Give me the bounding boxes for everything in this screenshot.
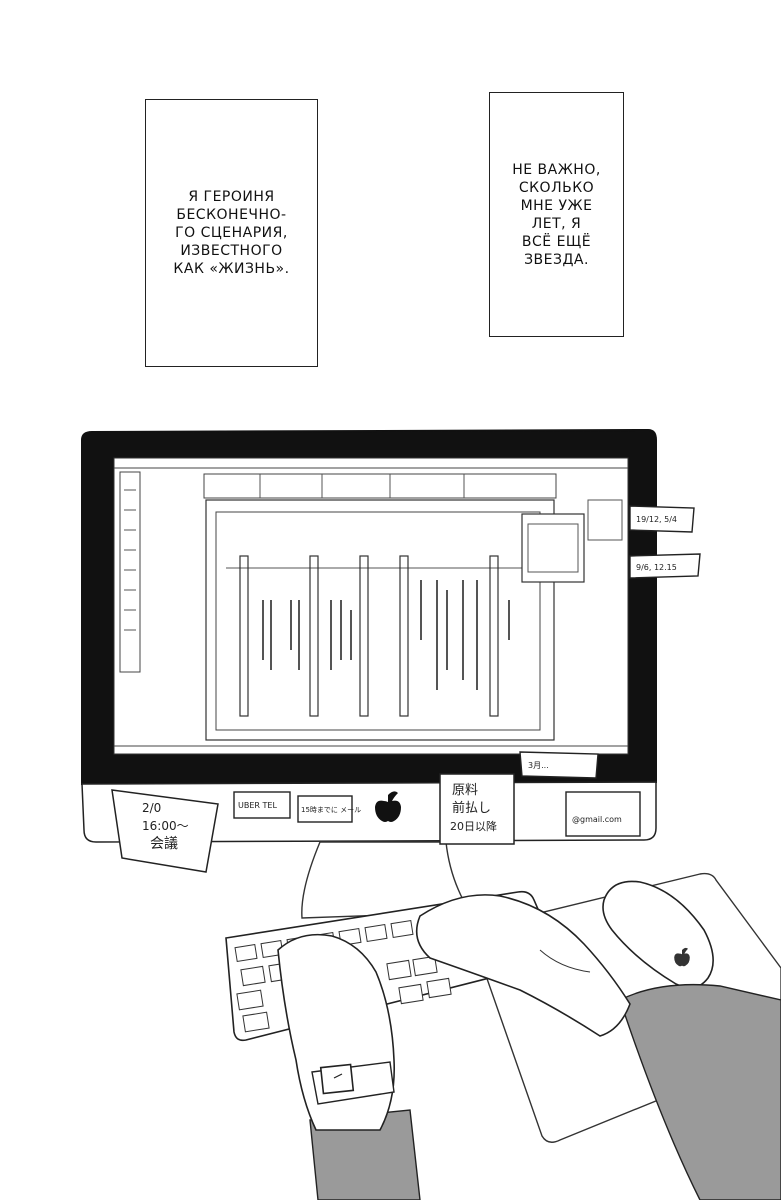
note-contact-text: @gmail.com <box>572 815 622 824</box>
note-fee-line1: 原料 <box>452 783 478 798</box>
note-meeting-line1: 2/0 <box>142 801 161 815</box>
caption-text-left: Я героиня бесконечно- го сценария, извес… <box>173 189 290 277</box>
note-meeting-line2: 16:00〜 <box>142 819 189 833</box>
note-meeting-line3: 会議 <box>150 835 178 852</box>
caption-box-right: Не важно, сколько мне уже лет, я всё ещё… <box>489 92 624 337</box>
sticky-note-fee: 原料 前払し 20日以降 <box>439 773 515 845</box>
sticky-note-meeting: 2/0 16:00〜 会議 <box>111 789 219 873</box>
sticky-note-tel: UBER TEL <box>233 791 291 819</box>
caption-box-left: Я героиня бесконечно- го сценария, извес… <box>145 99 318 367</box>
mouse[interactable] <box>602 880 714 989</box>
note-mail-text: 15時までに メール <box>301 806 361 814</box>
note-date-text: 9/6, 12.15 <box>636 563 677 572</box>
sticky-note-date: 9/6, 12.15 <box>629 553 701 579</box>
right-arm <box>415 894 781 1200</box>
note-tel-text: UBER TEL <box>238 801 277 810</box>
wristwatch <box>311 1061 395 1105</box>
note-fee-line3: 20日以降 <box>450 819 497 833</box>
mouse-apple-logo-icon <box>674 947 690 967</box>
caption-text-right: Не важно, сколько мне уже лет, я всё ещё… <box>512 161 601 268</box>
sticky-note-contact: @gmail.com <box>565 791 641 837</box>
sticky-note-mail: 15時までに メール <box>297 795 361 823</box>
sticky-note-top-right: 19/12, 5/4 <box>629 505 695 533</box>
sticky-note-screen: 3月... <box>519 751 599 779</box>
note-top-right-text: 19/12, 5/4 <box>636 515 677 524</box>
note-fee-line2: 前払し <box>452 800 491 816</box>
note-screen-text: 3月... <box>528 761 549 770</box>
apple-logo-icon <box>375 791 401 822</box>
left-arm <box>277 933 421 1200</box>
monitor <box>81 428 657 843</box>
